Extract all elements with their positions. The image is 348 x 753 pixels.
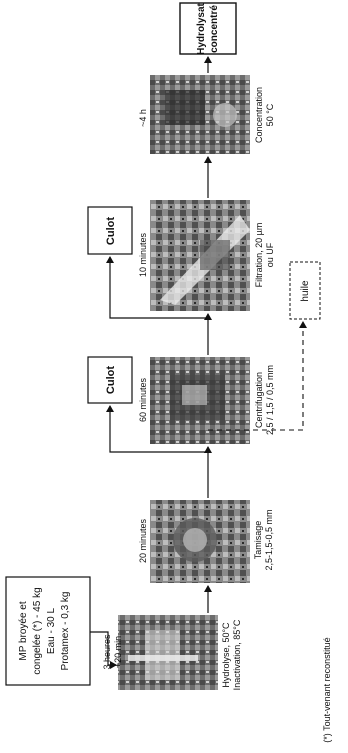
step-concentration: ~4 h Concentration 50 °C (138, 75, 275, 154)
hydrolysis-label-2: Inactivation, 85°C (232, 619, 242, 690)
filtration-duration: 10 minutes (138, 232, 148, 277)
culot-2-label: Culot (105, 217, 117, 245)
filtration-label-1: Filtration, 20 µm (254, 223, 264, 288)
step-filtration: 10 minutes Filtration, 20 µm ou UF (138, 200, 275, 311)
tamisage-label-1: Tamisage (253, 521, 263, 560)
concentration-label-1: Concentration (254, 87, 264, 143)
step-hydrolysis: 3 heures +20 min Hydrolyse, 50°C Inactiv… (102, 615, 242, 690)
culot-box-1: Culot (88, 357, 132, 403)
hydrolysis-duration-1: 3 heures (102, 634, 112, 670)
output-line-1: Hydrolysat (196, 2, 207, 54)
input-line-4: Protamex - 0,3 kg (60, 592, 71, 671)
culot-1-label: Culot (105, 366, 117, 394)
output-line-2: concentré (209, 5, 220, 53)
filtration-label-2: ou UF (265, 242, 275, 267)
hydrolysis-label-1: Hydrolyse, 50°C (221, 622, 231, 688)
concentration-duration: ~4 h (138, 109, 148, 127)
tamisage-duration: 20 minutes (138, 518, 148, 563)
tamisage-label-2: 2,5-1,5-0,5 mm (264, 509, 274, 570)
footnote: (*) Tout-venant reconstitué (322, 637, 332, 742)
centrifugation-label-1: Centrifugation (254, 372, 264, 428)
input-box: MP broyée et congelée (*) - 45 kg Eau - … (6, 577, 90, 685)
hydrolysis-duration-2: +20 min (113, 636, 123, 668)
step-tamisage: 20 minutes Tamisage 2,5-1,5-0,5 mm (138, 500, 274, 583)
centrifugation-duration: 60 minutes (138, 377, 148, 422)
concentration-label-2: 50 °C (265, 103, 275, 126)
huile-box: huile (290, 262, 320, 319)
culot-box-2: Culot (88, 207, 132, 254)
centrifugation-label-2: 2,5 / 1,5 / 0,5 mm (265, 365, 275, 435)
final-output-box: Hydrolysat concentré (180, 2, 236, 54)
input-line-1: MP broyée et (18, 601, 29, 661)
input-line-3: Eau - 30 L (46, 607, 57, 654)
step-centrifugation: 60 minutes Centrifugation 2,5 / 1,5 / 0,… (138, 357, 275, 444)
huile-label: huile (300, 280, 311, 302)
input-line-2: congelée (*) - 45 kg (32, 587, 43, 674)
